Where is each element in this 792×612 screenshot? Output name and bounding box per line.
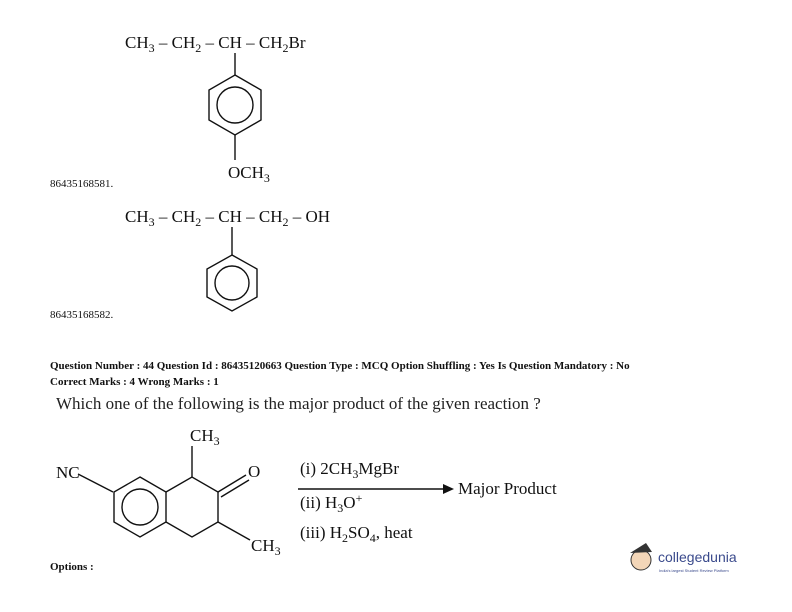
- reagent-1: (i) 2CH3MgBr: [300, 459, 399, 481]
- option-1-structure: CH3 – CH2 – CH – CH2Br OCH3 86435168581.: [50, 33, 306, 190]
- reagent-3: (iii) H2SO4, heat: [300, 523, 413, 545]
- option-1-id: 86435168581.: [50, 178, 114, 190]
- options-label: Options :: [50, 561, 94, 573]
- question-meta-line-2: Correct Marks : 4 Wrong Marks : 1: [50, 376, 219, 388]
- option-2-id: 86435168582.: [50, 309, 114, 321]
- question-meta-line-1: Question Number : 44 Question Id : 86435…: [50, 360, 630, 372]
- mascot-icon: [630, 549, 652, 571]
- option-1-chain: CH3 – CH2 – CH – CH2Br: [125, 33, 306, 55]
- top-methyl: CH3: [190, 426, 220, 448]
- collegedunia-watermark: collegedunia India's largest Student Rev…: [630, 543, 737, 573]
- option-2-chain: CH3 – CH2 – CH – CH2 – OH: [125, 207, 330, 229]
- major-product-label: Major Product: [458, 479, 557, 498]
- carbonyl-oxygen: O: [248, 462, 260, 481]
- nitrile-group: NC: [56, 463, 80, 482]
- brand-name: collegedunia: [658, 549, 737, 565]
- benzene-ring-2: [206, 254, 258, 312]
- question-text: Which one of the following is the major …: [56, 394, 541, 413]
- reaction-scheme: CH3 NC O CH3 (i) 2CH3MgBr (ii) H3O+ (iii…: [56, 426, 557, 558]
- reagent-2: (ii) H3O+: [300, 491, 363, 515]
- bottom-methyl: CH3: [251, 536, 281, 558]
- brand-tagline: India's largest Student Review Platform: [659, 568, 729, 573]
- methoxy-group: OCH3: [228, 163, 270, 185]
- option-2-structure: CH3 – CH2 – CH – CH2 – OH 86435168582.: [50, 207, 330, 321]
